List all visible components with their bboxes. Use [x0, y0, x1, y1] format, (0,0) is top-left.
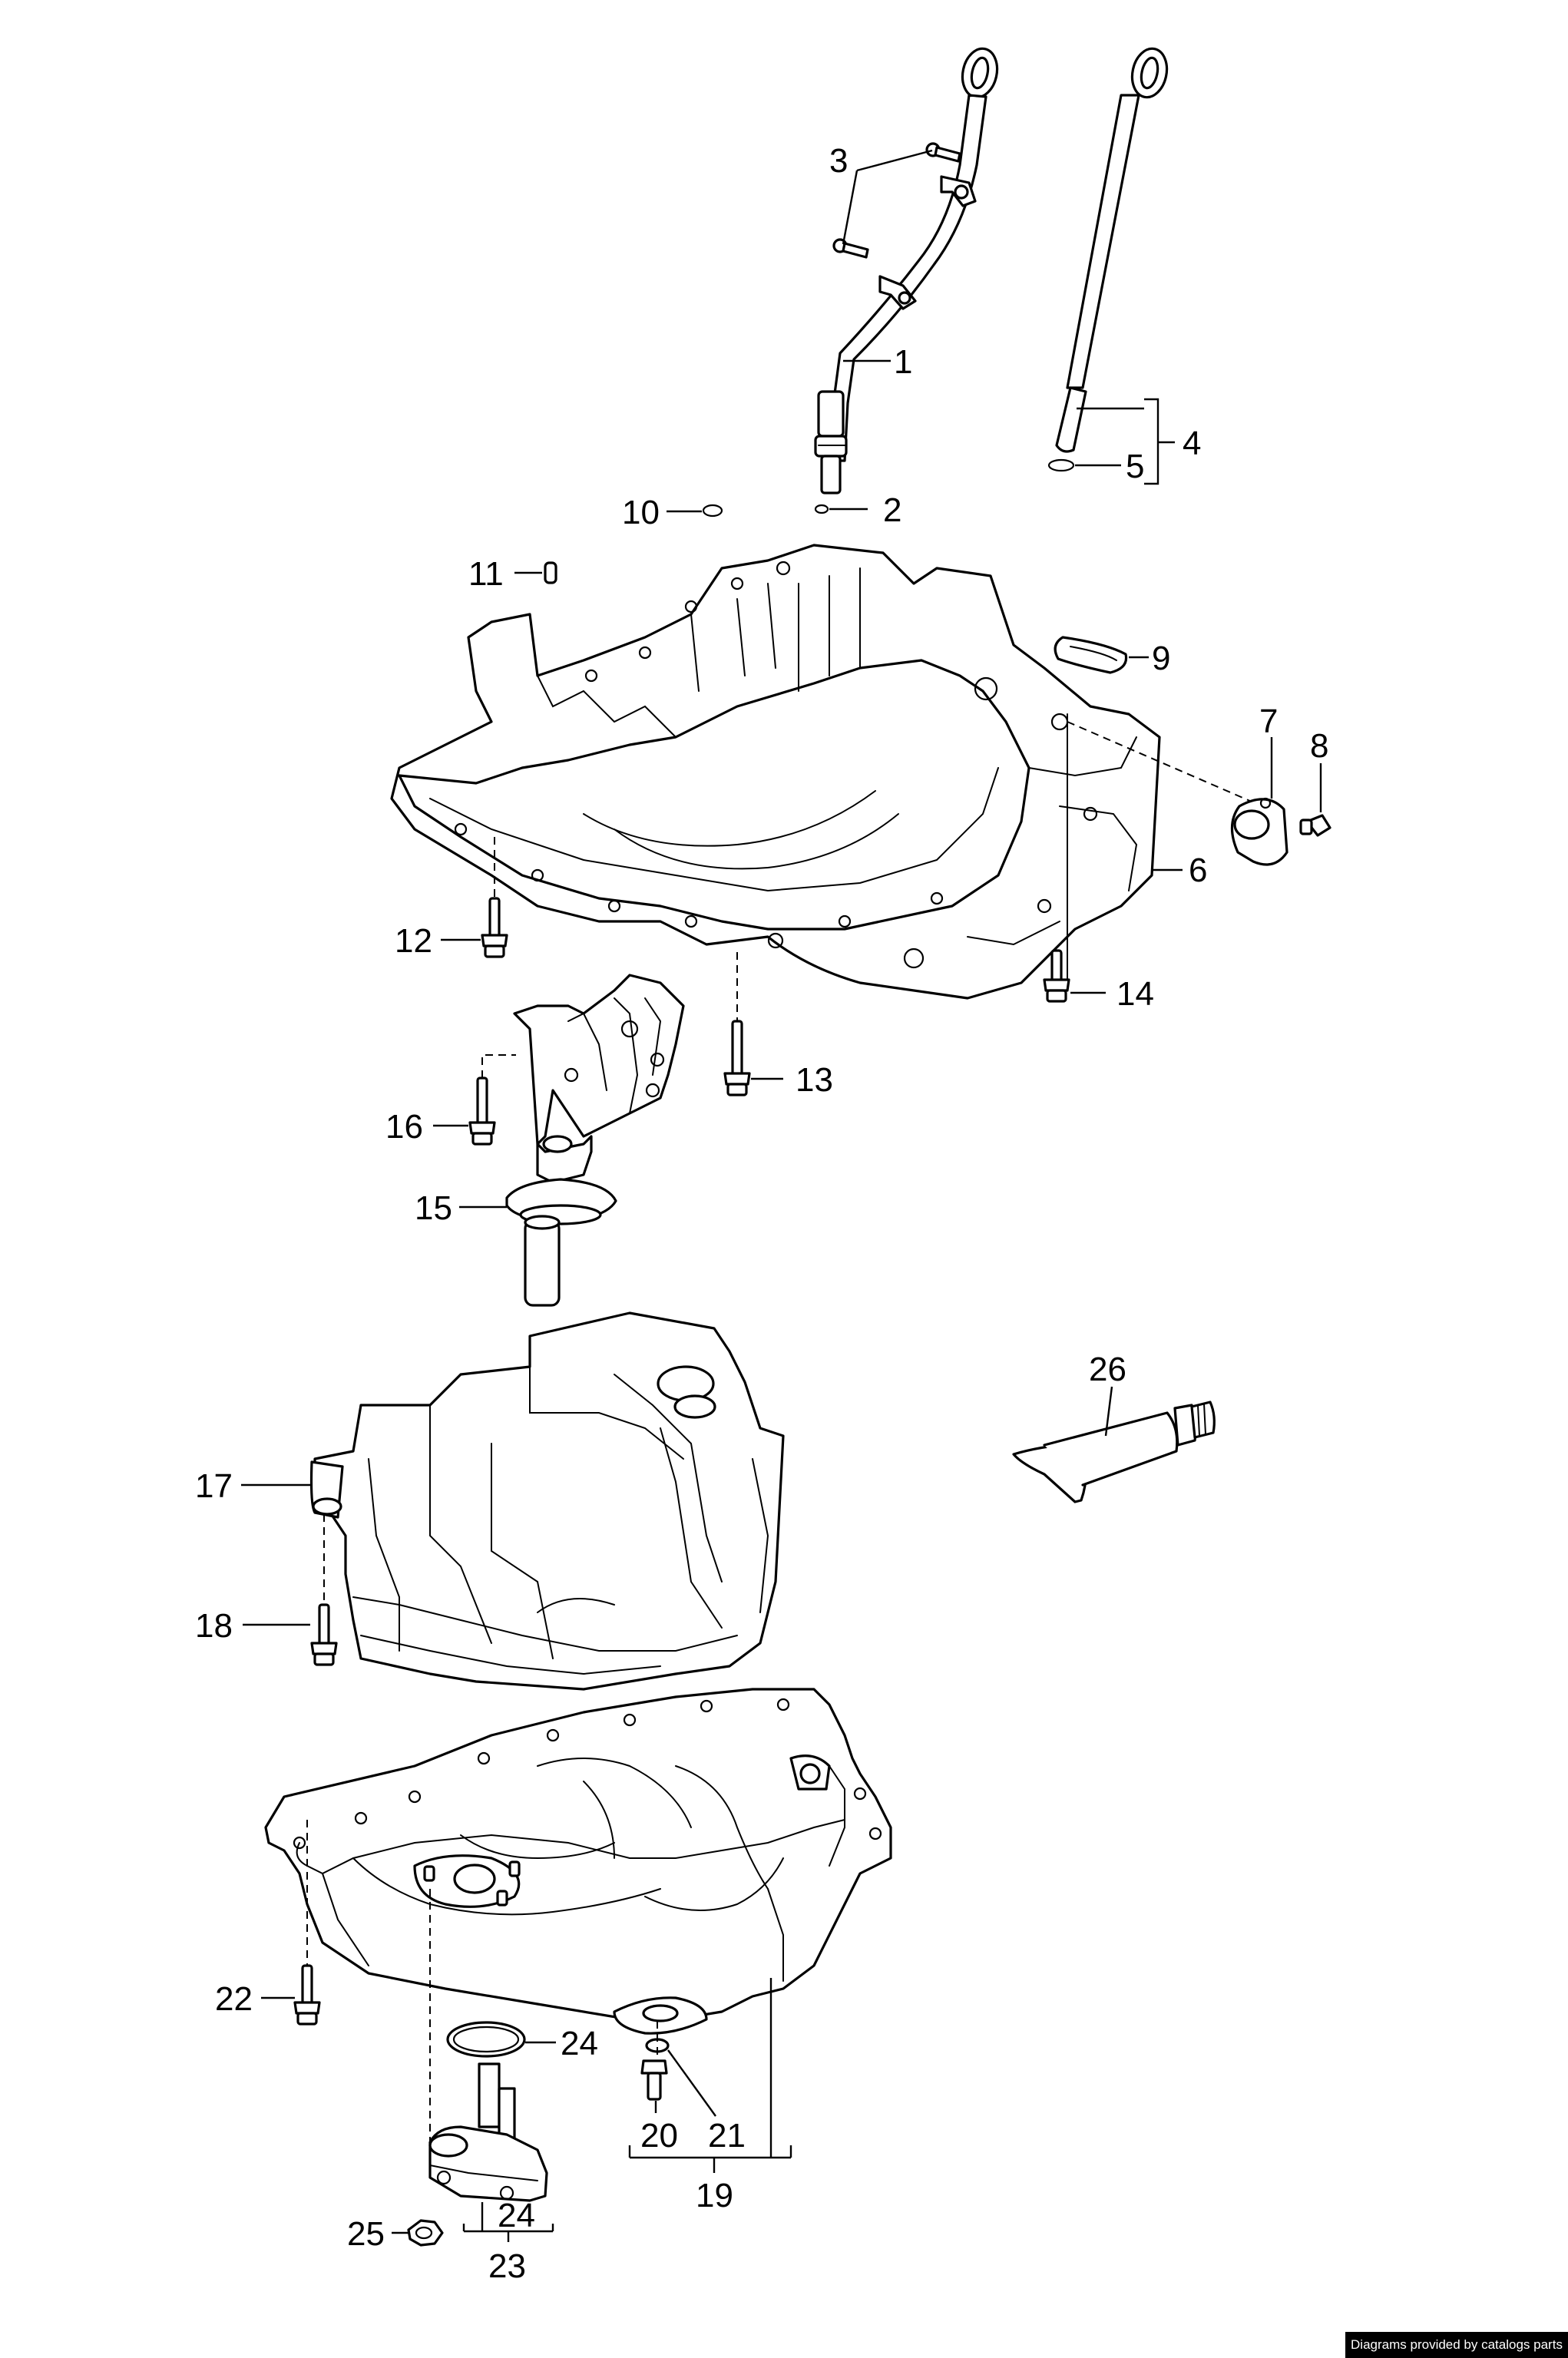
screw-3b [832, 238, 869, 259]
bolt-12 [481, 897, 508, 958]
bolt-14 [1043, 949, 1070, 1003]
callout-25: 25 [347, 2215, 385, 2253]
sealant-tube [1012, 1401, 1216, 1503]
callout-13: 13 [796, 1061, 833, 1099]
callout-4: 4 [1183, 425, 1201, 462]
callout-14: 14 [1116, 975, 1154, 1013]
oil-pan-upper-section [390, 544, 1161, 1000]
cover-7 [1230, 797, 1288, 866]
callout-3: 3 [829, 142, 848, 180]
bolt-22 [293, 1964, 321, 2026]
drain-plug-20 [640, 2059, 668, 2101]
dowel-pin-11 [544, 561, 557, 584]
callout-11: 11 [468, 555, 504, 593]
o-ring-24 [446, 2021, 526, 2058]
credit-banner: Diagrams provided by catalogs parts [1345, 2332, 1568, 2358]
screw-8 [1299, 814, 1331, 837]
callout-24-upper: 24 [561, 2025, 598, 2062]
callout-16: 16 [385, 1108, 423, 1146]
bolt-18 [310, 1603, 338, 1666]
callout-21: 21 [708, 2117, 746, 2155]
dipstick [1055, 47, 1169, 453]
callout-1: 1 [894, 343, 912, 381]
callout-6: 6 [1189, 852, 1207, 889]
callout-24-lower: 24 [498, 2197, 535, 2234]
gasket-9 [1054, 636, 1128, 674]
callout-9: 9 [1152, 640, 1170, 677]
callout-7: 7 [1259, 703, 1278, 740]
callout-15: 15 [415, 1189, 452, 1227]
callout-12: 12 [395, 922, 432, 960]
callout-10: 10 [622, 494, 660, 531]
nut-25 [407, 2219, 444, 2247]
callout-17: 17 [195, 1467, 233, 1505]
oil-pan-lower [264, 1688, 892, 2035]
o-ring-2 [814, 504, 829, 514]
callout-19: 19 [696, 2177, 733, 2214]
callout-labels: 1 2 3 4 5 6 7 8 9 10 11 12 13 14 15 16 1… [195, 142, 1328, 2285]
screw-3a [925, 142, 961, 163]
oil-level-sensor-assembly [428, 2062, 548, 2202]
callout-18: 18 [195, 1607, 233, 1645]
oil-pan-middle-section [309, 1311, 785, 1691]
callout-20: 20 [640, 2117, 678, 2155]
o-ring-10 [702, 504, 723, 518]
bolt-16 [468, 1076, 496, 1146]
callout-26: 26 [1089, 1351, 1126, 1388]
callout-22: 22 [215, 1980, 253, 2018]
callout-5: 5 [1126, 448, 1144, 485]
callout-8: 8 [1310, 727, 1328, 765]
oil-pump-pickup [505, 974, 685, 1307]
leader-lines [241, 149, 1322, 2242]
dipstick-guide-tube [814, 47, 999, 494]
callout-23: 23 [488, 2247, 526, 2285]
o-ring-5 [1047, 458, 1075, 472]
bolt-13 [723, 1020, 751, 1096]
callout-2: 2 [883, 491, 901, 529]
